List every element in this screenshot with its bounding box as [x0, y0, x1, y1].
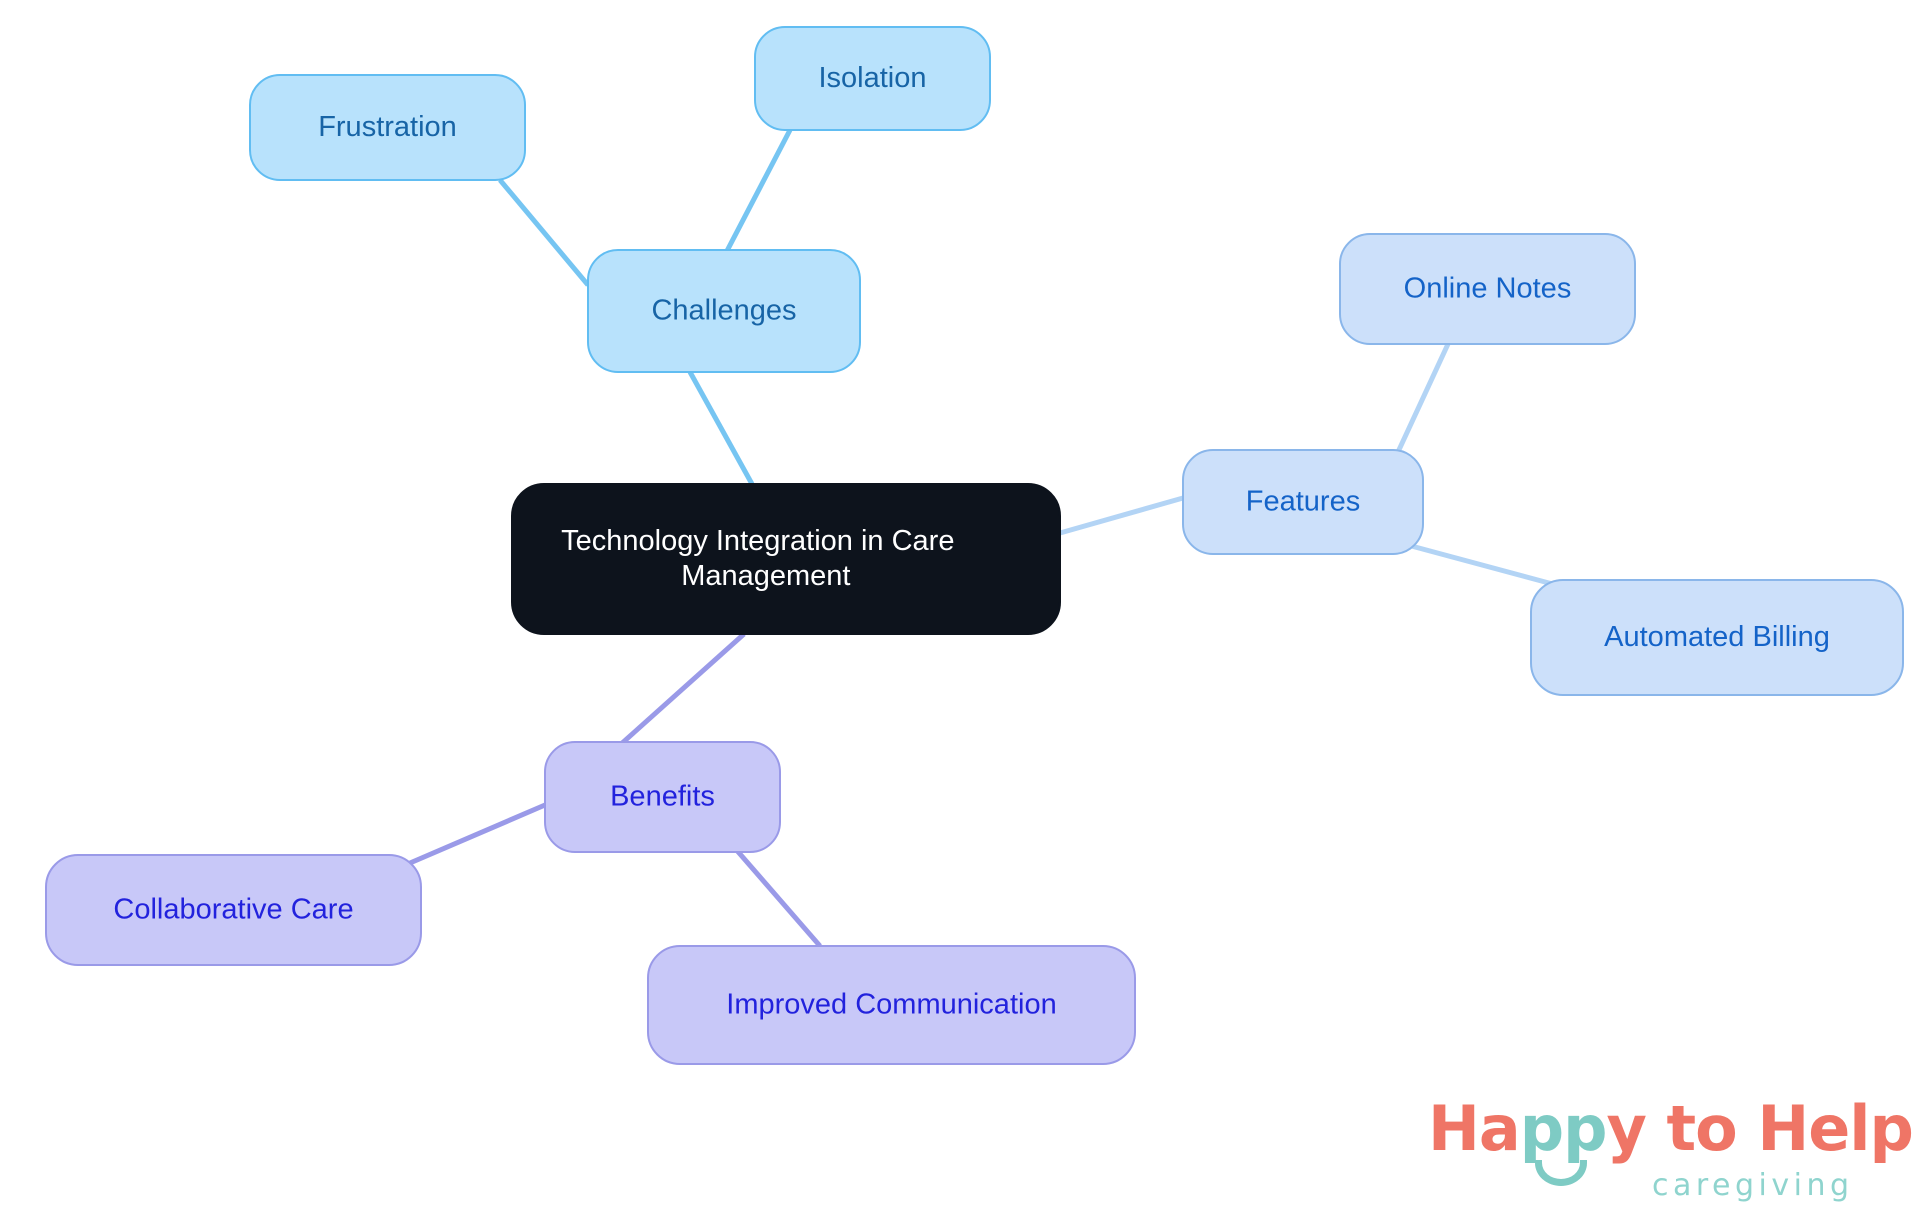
improved-communication-label: Improved Communication — [726, 989, 1056, 1021]
logo-tagline: caregiving — [1652, 1168, 1854, 1203]
automated-billing-label: Automated Billing — [1604, 621, 1830, 653]
node-benefits[interactable]: Benefits — [544, 741, 781, 853]
root-shape — [511, 483, 1061, 635]
improved-communication-shape — [647, 945, 1136, 1065]
node-online-notes[interactable]: Online Notes — [1339, 233, 1636, 345]
edge-challenges-to-isolation — [713, 128, 793, 274]
edge-layer — [409, 128, 1561, 948]
challenges-label: Challenges — [651, 295, 796, 327]
online-notes-shape — [1339, 233, 1636, 345]
edge-root-to-benefits — [618, 632, 746, 747]
frustration-shape — [249, 74, 526, 181]
edge-root-to-challenges — [687, 370, 755, 486]
brand-logo: Happy to Help caregiving — [1428, 1098, 1914, 1210]
smile-icon — [1535, 1160, 1587, 1186]
edge-root-to-features — [1059, 495, 1184, 536]
features-label: Features — [1246, 486, 1360, 518]
edge-features-to-online-notes — [1395, 342, 1451, 454]
online-notes-label: Online Notes — [1404, 273, 1572, 305]
features-shape — [1182, 449, 1424, 555]
logo-text-ha: Ha — [1428, 1092, 1521, 1165]
collaborative-care-label: Collaborative Care — [113, 894, 353, 926]
node-features[interactable]: Features — [1182, 449, 1424, 555]
logo-text-y-to-help: y to Help — [1606, 1092, 1914, 1165]
edge-features-to-automated-billing — [1403, 541, 1561, 589]
logo-text-pp: pp — [1519, 1092, 1608, 1165]
benefits-shape — [544, 741, 781, 853]
isolation-shape — [754, 26, 991, 131]
isolation-label: Isolation — [818, 62, 926, 94]
root-label-line-2: Management — [681, 560, 850, 592]
benefits-label: Benefits — [610, 781, 715, 813]
node-frustration[interactable]: Frustration — [249, 74, 526, 181]
node-challenges[interactable]: Challenges — [587, 249, 861, 373]
collaborative-care-shape — [45, 854, 422, 966]
node-collaborative-care[interactable]: Collaborative Care — [45, 854, 422, 966]
node-isolation[interactable]: Isolation — [754, 26, 991, 131]
edge-benefits-to-collaborative-care — [409, 802, 546, 866]
root-label-line-1: Technology Integration in Care — [561, 525, 954, 557]
logo-wordmark: Happy to Help — [1428, 1098, 1914, 1160]
root-label: Technology Integration in Care Managemen… — [561, 525, 1011, 592]
node-improved-communication[interactable]: Improved Communication — [647, 945, 1136, 1065]
node-automated-billing[interactable]: Automated Billing — [1530, 579, 1904, 696]
frustration-label: Frustration — [318, 111, 457, 143]
challenges-shape — [587, 249, 861, 373]
automated-billing-shape — [1530, 579, 1904, 696]
edge-challenges-to-frustration — [498, 178, 590, 287]
node-root-central-topic[interactable]: Technology Integration in Care Managemen… — [511, 483, 1061, 635]
